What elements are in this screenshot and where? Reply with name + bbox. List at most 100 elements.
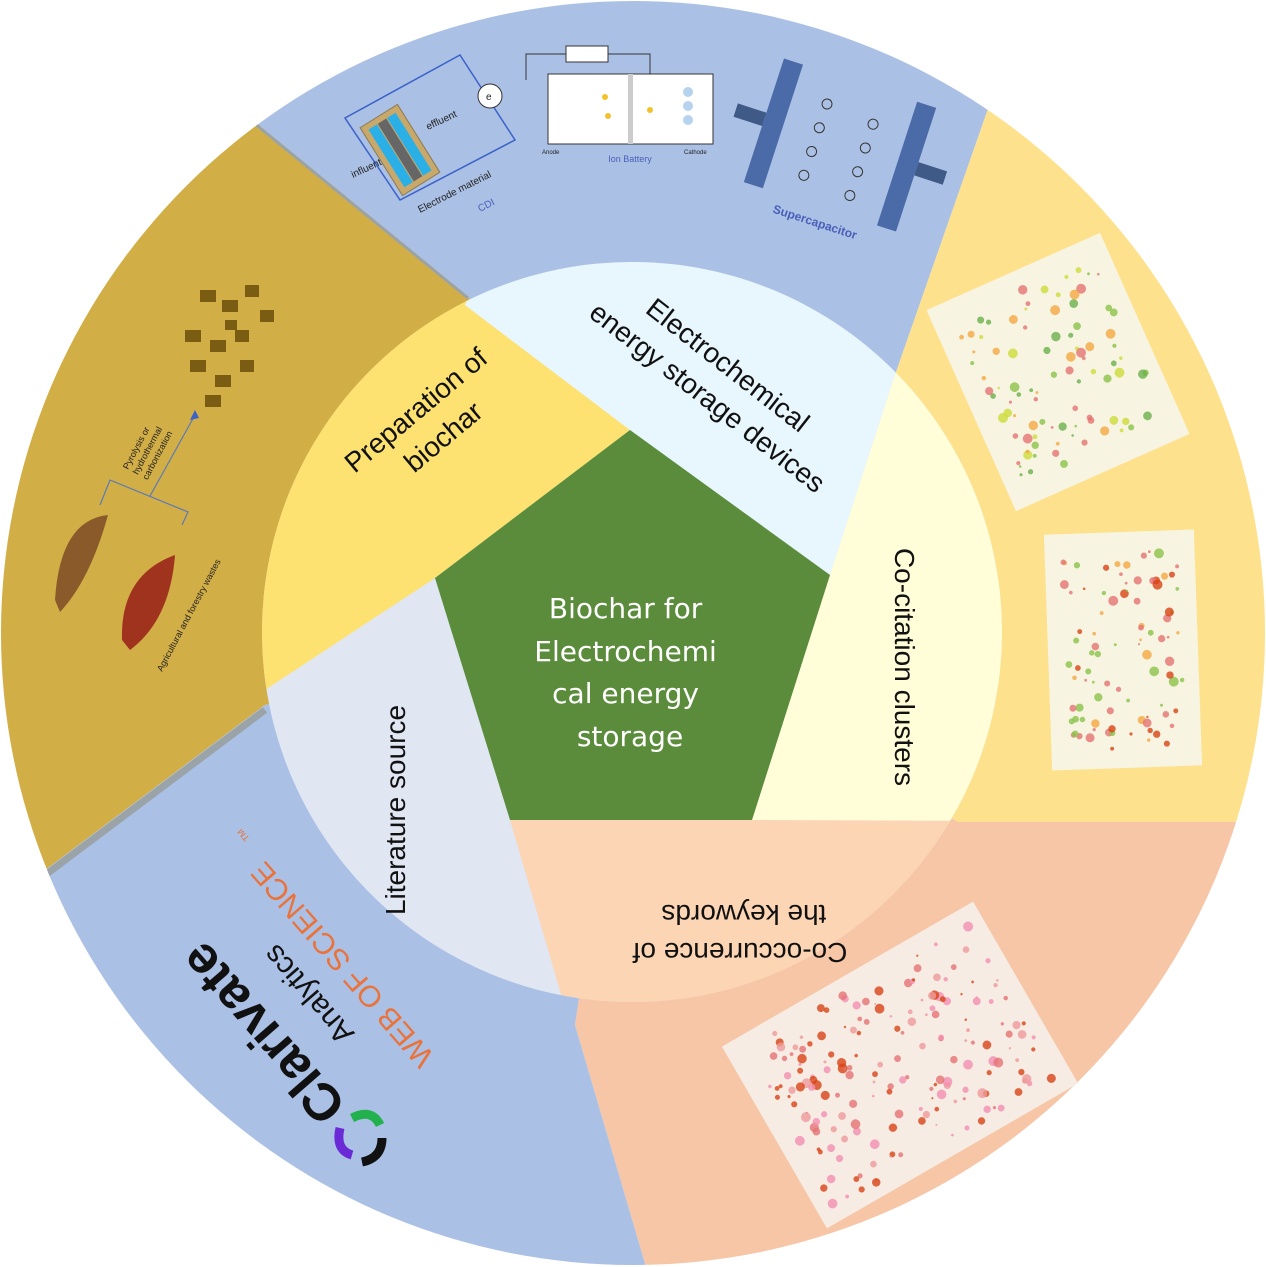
network-node	[823, 1066, 831, 1074]
network-node	[979, 334, 984, 340]
network-node	[841, 1135, 849, 1143]
network-node	[1016, 461, 1021, 466]
network-node	[872, 1178, 881, 1187]
network-node	[1160, 572, 1169, 580]
network-node	[1096, 272, 1100, 276]
network-node	[872, 1071, 878, 1078]
network-node	[916, 954, 919, 957]
network-node	[1086, 414, 1093, 421]
network-node	[1139, 638, 1142, 642]
network-node	[990, 393, 996, 399]
network-node	[768, 1084, 772, 1089]
network-node	[1014, 1088, 1023, 1096]
network-node	[852, 1127, 861, 1136]
network-node	[838, 1112, 846, 1120]
network-node	[1129, 732, 1133, 736]
network-node	[1137, 643, 1141, 646]
network-node	[1163, 740, 1170, 747]
network-node	[933, 942, 938, 947]
network-node	[905, 1075, 910, 1080]
network-node	[850, 1119, 861, 1130]
network-node	[795, 1082, 805, 1092]
network-node	[1147, 738, 1151, 742]
network-node	[1104, 680, 1111, 687]
network-node	[807, 1041, 813, 1047]
network-node	[1015, 1058, 1020, 1063]
network-node	[1069, 704, 1077, 712]
network-node	[1179, 677, 1185, 683]
network-node	[828, 1051, 835, 1058]
network-node	[939, 996, 946, 1003]
network-node	[799, 1045, 807, 1053]
network-node	[1072, 405, 1079, 412]
network-node	[797, 1053, 807, 1064]
network-node	[1032, 453, 1037, 458]
network-node	[1142, 649, 1152, 660]
network-node	[1065, 661, 1073, 668]
network-node	[898, 1152, 904, 1158]
network-node	[1068, 718, 1075, 725]
network-node	[1142, 718, 1152, 728]
network-node	[1033, 396, 1038, 402]
network-node	[1100, 426, 1110, 436]
network-node	[1108, 725, 1116, 733]
network-node	[1021, 1021, 1026, 1026]
network-node	[821, 1111, 828, 1118]
network-node	[977, 1088, 988, 1099]
network-node	[1071, 434, 1074, 437]
network-node	[918, 1106, 923, 1111]
network-node	[938, 1034, 945, 1041]
network-node	[1109, 415, 1119, 425]
network-node	[843, 1067, 847, 1071]
network-node	[1168, 571, 1176, 578]
network-node	[1022, 433, 1033, 444]
network-node	[967, 330, 975, 338]
network-node	[920, 998, 924, 1002]
network-node	[1091, 680, 1095, 684]
network-node	[1060, 559, 1066, 565]
network-node	[1089, 650, 1095, 656]
network-node	[983, 1105, 991, 1114]
network-node	[972, 350, 976, 354]
leaves-icon	[121, 555, 175, 650]
network-node	[1149, 666, 1160, 677]
network-node	[837, 1058, 847, 1068]
network-node	[1091, 719, 1100, 728]
network-node	[1012, 1021, 1021, 1030]
network-node	[1106, 707, 1114, 715]
network-node	[1068, 332, 1074, 338]
network-node	[899, 1076, 907, 1084]
center-pentagon	[435, 430, 830, 820]
network-node	[1094, 693, 1103, 702]
network-node	[894, 1055, 902, 1063]
network-node	[1074, 665, 1081, 671]
network-node	[862, 997, 870, 1006]
network-node	[845, 1070, 854, 1080]
network-node	[1040, 285, 1049, 294]
network-node	[919, 1042, 926, 1050]
network-node	[872, 1080, 876, 1084]
network-node	[964, 1039, 968, 1043]
network-node	[1000, 1022, 1004, 1026]
network-node	[889, 1155, 892, 1158]
network-node	[953, 1099, 958, 1104]
network-node	[888, 1123, 898, 1132]
network-node	[1173, 708, 1179, 714]
network-node	[900, 1030, 905, 1035]
network-node	[1175, 564, 1180, 569]
network-node	[1119, 428, 1124, 433]
network-node	[1073, 637, 1080, 644]
network-node	[772, 1030, 778, 1037]
network-node	[951, 1133, 954, 1137]
network-node	[936, 1089, 947, 1100]
network-node	[877, 1061, 884, 1068]
network-node	[1050, 305, 1061, 316]
network-node	[857, 1016, 863, 1022]
network-node	[997, 1104, 1005, 1112]
network-node	[1073, 562, 1081, 569]
electron-symbol: e	[486, 92, 492, 103]
center-title: Biochar for Electrochemi cal energy stor…	[534, 592, 725, 753]
network-node	[1133, 597, 1141, 605]
network-node	[935, 1075, 945, 1085]
network-node	[1119, 572, 1123, 576]
